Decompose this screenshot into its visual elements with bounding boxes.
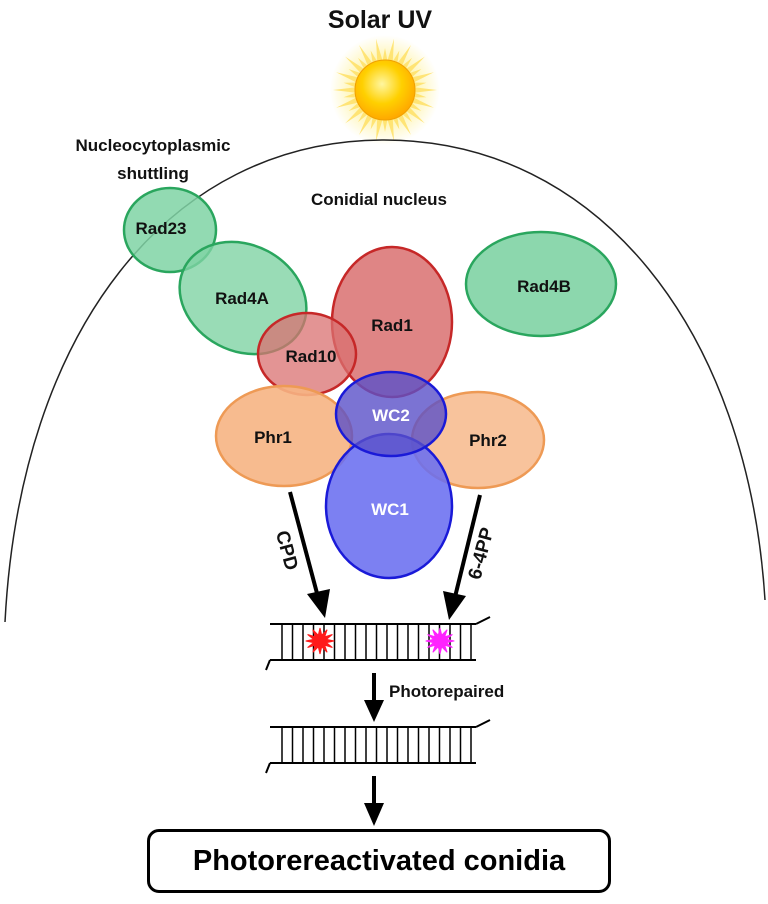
rad4b-ellipse <box>464 230 618 338</box>
cpd-arrow <box>288 491 330 618</box>
photorepair-label: Photorepaired <box>389 682 504 701</box>
photorepair-arrow <box>364 673 384 722</box>
phr2-label: Phr2 <box>469 431 507 450</box>
rad4a-label: Rad4A <box>215 289 269 308</box>
phr1-label: Phr1 <box>254 428 292 447</box>
title: Solar UV <box>328 6 433 34</box>
shuttling-label-line2: shuttling <box>117 164 189 183</box>
rad23-ellipse <box>122 186 218 274</box>
rad10-label: Rad10 <box>285 347 336 366</box>
nucleus-membrane <box>4 139 766 623</box>
repaired-dna <box>265 719 491 774</box>
nucleus-label: Conidial nucleus <box>311 190 447 209</box>
result-box: Photorereactivated conidia <box>147 829 611 893</box>
pp64-arrow <box>443 494 482 620</box>
rad4b-label: Rad4B <box>517 277 571 296</box>
pp64-lesion-icon <box>425 627 455 655</box>
rad23-label: Rad23 <box>135 219 186 238</box>
wc2-label: WC2 <box>372 406 410 425</box>
damaged-dna <box>265 616 491 671</box>
sun-icon <box>330 35 440 145</box>
final-arrow <box>364 776 384 826</box>
wc2-ellipse <box>334 370 448 458</box>
shuttling-label-line1: Nucleocytoplasmic <box>76 136 231 155</box>
wc1-label: WC1 <box>371 500 409 519</box>
rad1-label: Rad1 <box>371 316 413 335</box>
cpd-label: CPD <box>271 528 302 572</box>
cpd-lesion-icon <box>305 627 335 655</box>
